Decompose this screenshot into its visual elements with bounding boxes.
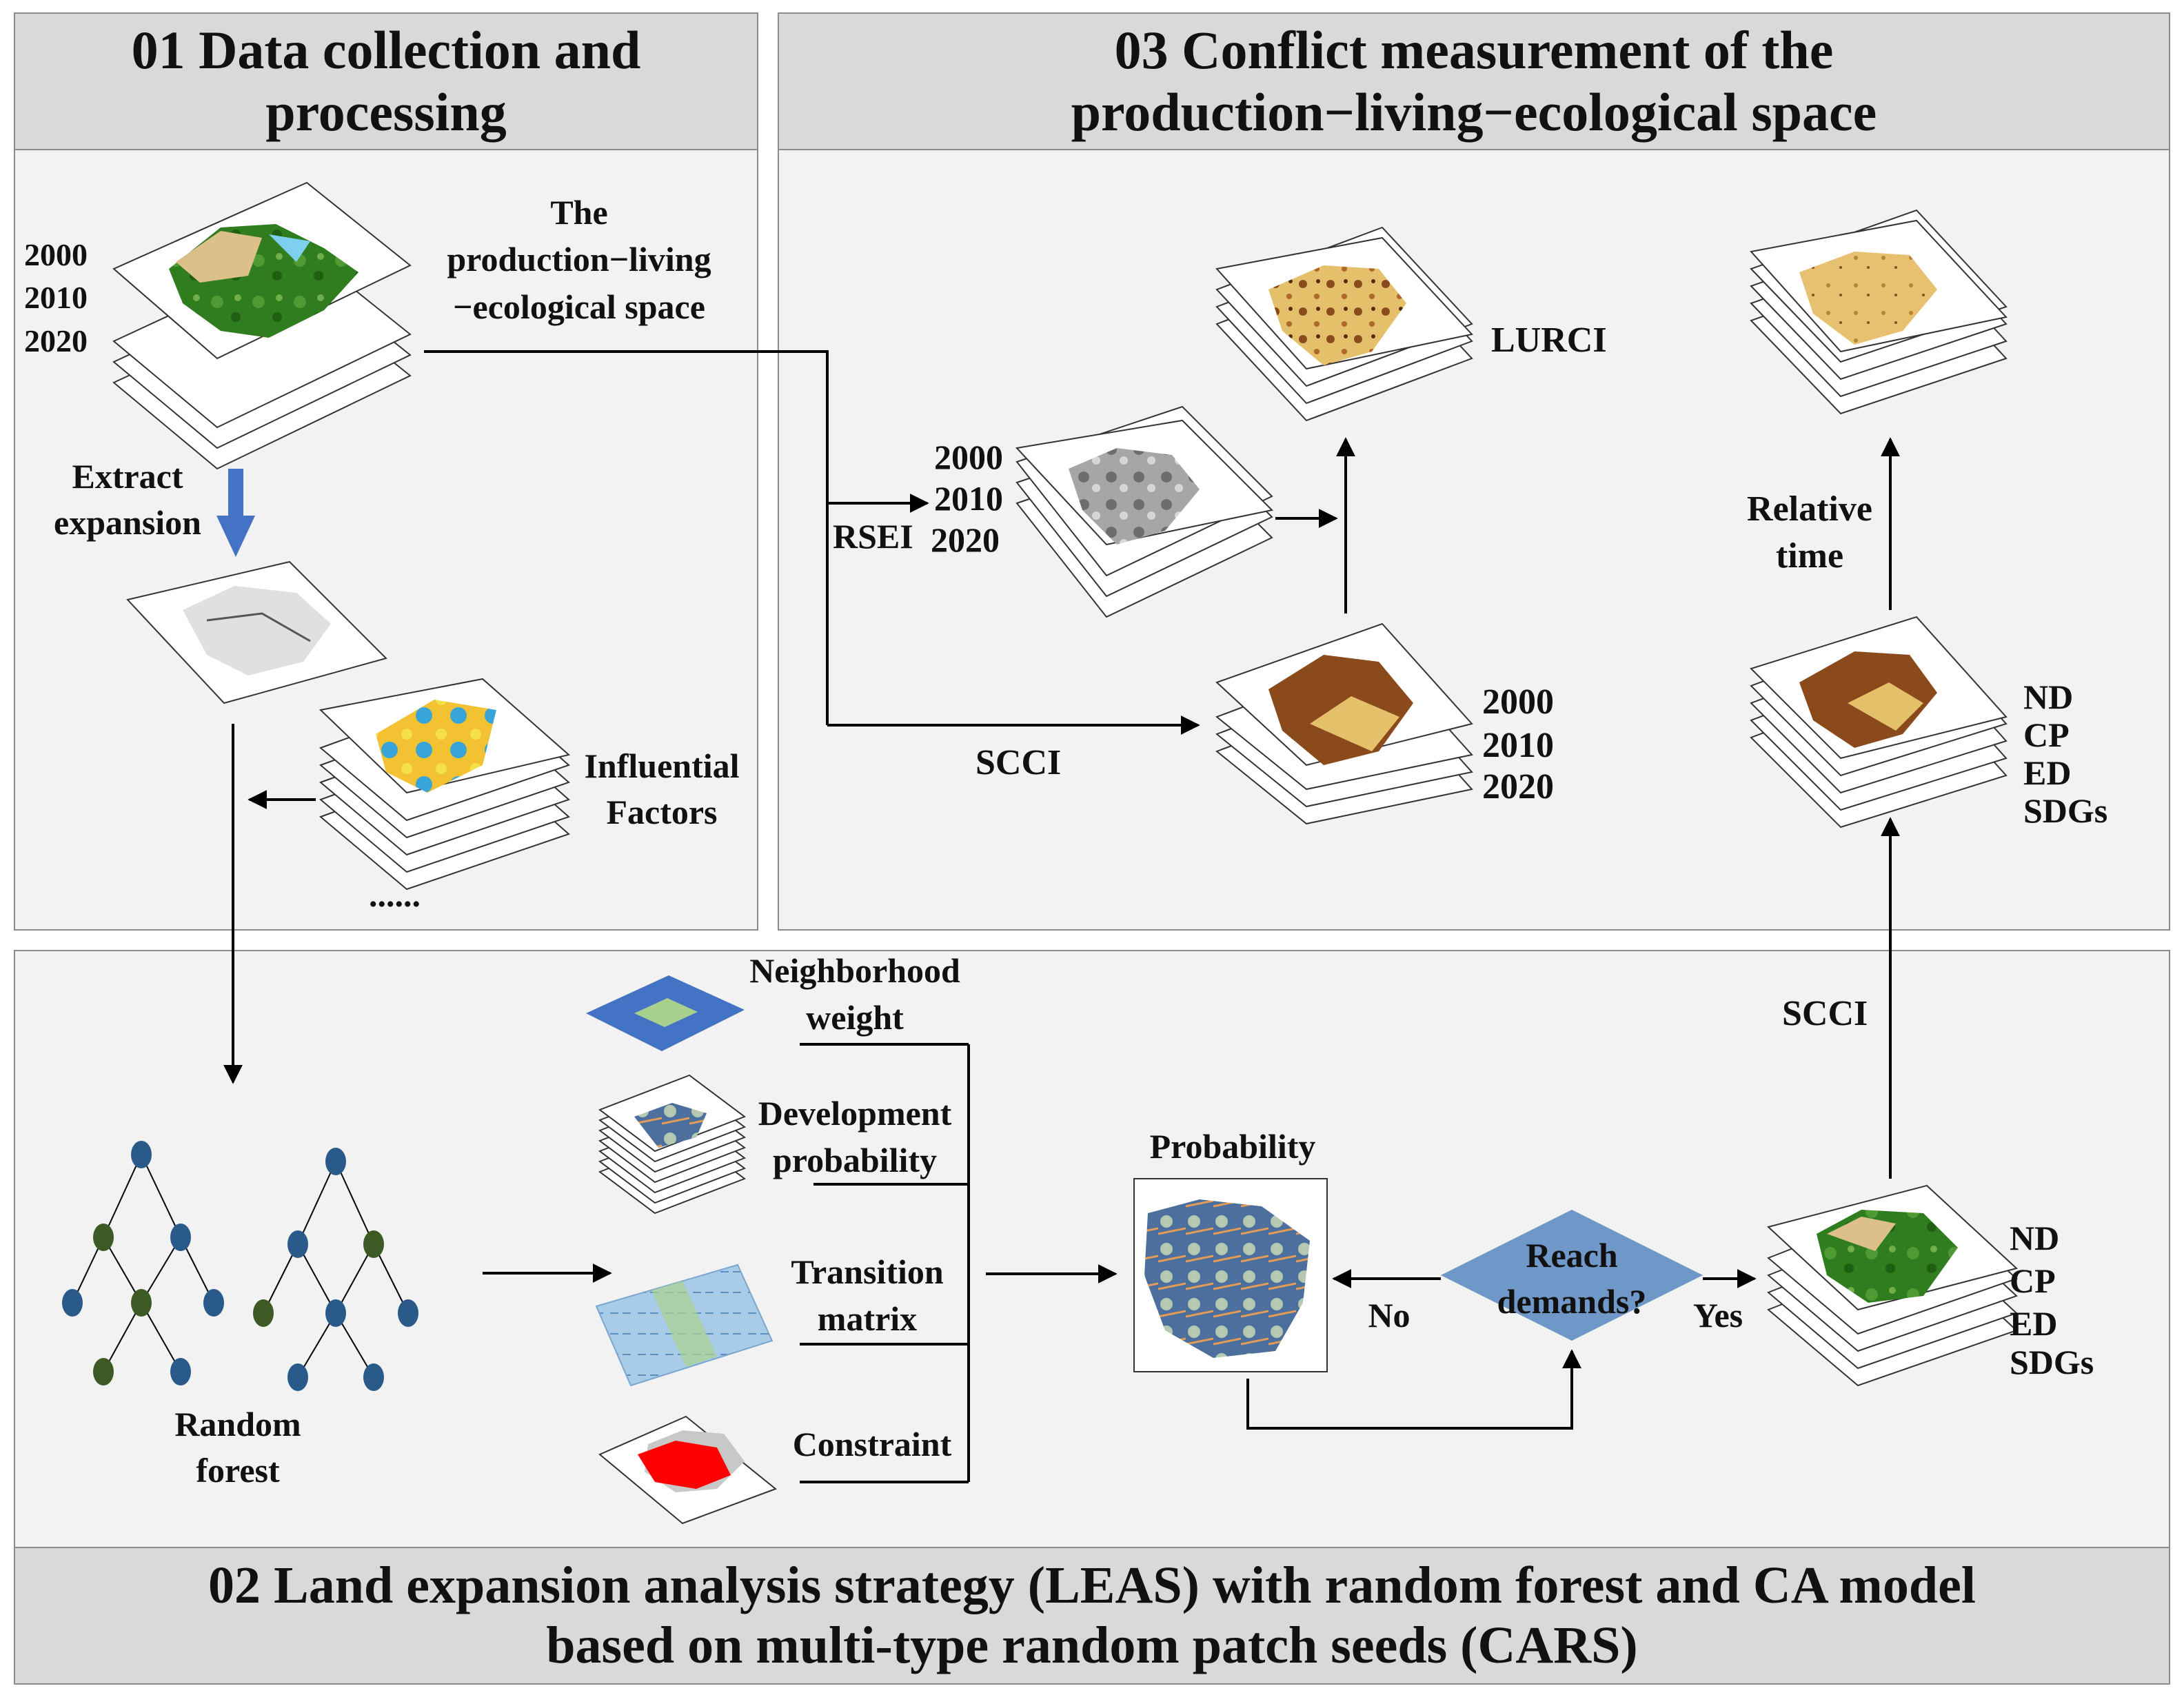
- simulated-landuse-stack: [1766, 1184, 2019, 1387]
- scci-year-2000: 2000: [1482, 682, 1554, 722]
- rsei-year-2000: 2000: [934, 438, 1003, 476]
- neighborhood-line2: weight: [806, 998, 904, 1037]
- reach-demands-decision: [1441, 1210, 1703, 1341]
- devprob-line2: probability: [773, 1141, 937, 1179]
- lurci-label: LURCI: [1491, 321, 1607, 360]
- metrics-map-stack-top: [1750, 616, 2008, 829]
- decision-line2: demands?: [1497, 1282, 1647, 1321]
- rf-line2: forest: [196, 1451, 280, 1490]
- transition-line2: matrix: [818, 1299, 917, 1338]
- panel01-title: 01 Data collection and processing: [14, 12, 758, 150]
- ellipsis: ......: [369, 875, 421, 914]
- devprob-label: Development probability: [758, 1094, 952, 1179]
- neighborhood-line1: Neighborhood: [749, 951, 960, 990]
- rsei-map-stack: [1015, 405, 1274, 618]
- pls-line3: −ecological space: [453, 287, 705, 326]
- connector-pls: [424, 350, 829, 725]
- extract-label: Extract expansion: [54, 457, 201, 542]
- factors-map-stack: [318, 678, 571, 891]
- metric-top-nd: ND: [2023, 678, 2073, 716]
- arrow-probability-to-decision: [1246, 1349, 1581, 1430]
- factors-line1: Influential: [584, 747, 739, 785]
- relative-time-label: Relative time: [1747, 489, 1872, 576]
- no-label: No: [1368, 1296, 1410, 1334]
- pls-line1: The: [550, 193, 607, 232]
- panel02-title: 02 Land expansion analysis strategy (LEA…: [14, 1547, 2170, 1685]
- year-a-2020: 2020: [24, 323, 88, 358]
- expansion-map: [126, 560, 387, 704]
- devprob-line1: Development: [758, 1094, 952, 1133]
- probability-label: Probability: [1150, 1127, 1316, 1166]
- year-a-2010: 2010: [24, 280, 88, 315]
- scci-year-2020: 2020: [1482, 767, 1554, 806]
- rf-line1: Random: [174, 1405, 301, 1443]
- panel02-title-line1: 02 Land expansion analysis strategy (LEA…: [208, 1556, 1976, 1614]
- panel01-title-line1: 01 Data collection and: [131, 20, 641, 81]
- transition-line1: Transition: [791, 1252, 944, 1291]
- metric-top-sdgs: SDGs: [2023, 791, 2107, 830]
- metric-top-ed: ED: [2023, 753, 2071, 792]
- scci-map-stack: [1215, 622, 1473, 825]
- metric-bottom-nd: ND: [2010, 1219, 2059, 1257]
- extract-arrow: [216, 469, 255, 557]
- metrics-top: ND CP ED SDGs: [2023, 678, 2107, 830]
- scci-right-label: SCCI: [1782, 994, 1868, 1033]
- metric-bottom-ed: ED: [2010, 1304, 2057, 1343]
- panel03-title: 03 Conflict measurement of the productio…: [778, 12, 2170, 150]
- metrics-bottom: ND CP ED SDGs: [2010, 1219, 2094, 1381]
- panel03-title-line2: production−living−ecological space: [1071, 82, 1877, 142]
- rsei-year-2020: 2020: [931, 520, 1000, 559]
- metric-bottom-cp: CP: [2010, 1261, 2056, 1300]
- year-a-2000: 2000: [24, 237, 88, 272]
- transition-label: Transition matrix: [791, 1252, 944, 1338]
- relative-time-map-stack: [1750, 209, 2008, 415]
- scci-years: 2000 2010 2020: [1482, 682, 1554, 806]
- pls-line2: production−living: [447, 240, 711, 278]
- rsei-label: RSEI: [833, 517, 913, 556]
- constraint-icon: [598, 1415, 777, 1525]
- metric-top-cp: CP: [2023, 715, 2070, 754]
- relative-line2: time: [1776, 536, 1843, 576]
- extract-line2: expansion: [54, 503, 201, 542]
- decision-label: Reach demands?: [1497, 1236, 1647, 1321]
- pls-label: The production−living −ecological space: [447, 193, 711, 326]
- probability-map: [1133, 1178, 1328, 1372]
- factors-label: Influential Factors: [584, 747, 739, 831]
- decision-line1: Reach: [1526, 1236, 1617, 1275]
- metric-bottom-sdgs: SDGs: [2010, 1343, 2094, 1381]
- lurci-map-stack: [1215, 226, 1473, 422]
- landuse-map-stack: [112, 181, 412, 470]
- factors-line2: Factors: [606, 793, 717, 831]
- yes-label: Yes: [1693, 1296, 1743, 1334]
- relative-line1: Relative: [1747, 489, 1872, 529]
- neighborhood-label: Neighborhood weight: [749, 951, 960, 1037]
- rsei-years: 2000 2010 2020: [931, 438, 1003, 559]
- neighborhood-weight-icon: [586, 975, 745, 1051]
- panel01-title-line2: processing: [265, 82, 507, 142]
- extract-line1: Extract: [72, 457, 183, 496]
- transition-matrix-icon: [595, 1263, 774, 1387]
- panel02-title-line2: based on multi-type random patch seeds (…: [546, 1616, 1638, 1674]
- development-probability-icon: [598, 1074, 747, 1215]
- rsei-year-2010: 2010: [934, 479, 1003, 518]
- constraint-label: Constraint: [793, 1425, 952, 1463]
- random-forest-label: Random forest: [174, 1405, 301, 1490]
- scci-year-2010: 2010: [1482, 726, 1554, 765]
- inputs-bracket: [800, 1043, 970, 1483]
- scci-top-label: SCCI: [975, 743, 1061, 782]
- panel03-title-line1: 03 Conflict measurement of the: [1114, 20, 1834, 81]
- random-forest-trees: [62, 1141, 418, 1391]
- years-labels-a: 2000 2010 2020: [24, 237, 88, 358]
